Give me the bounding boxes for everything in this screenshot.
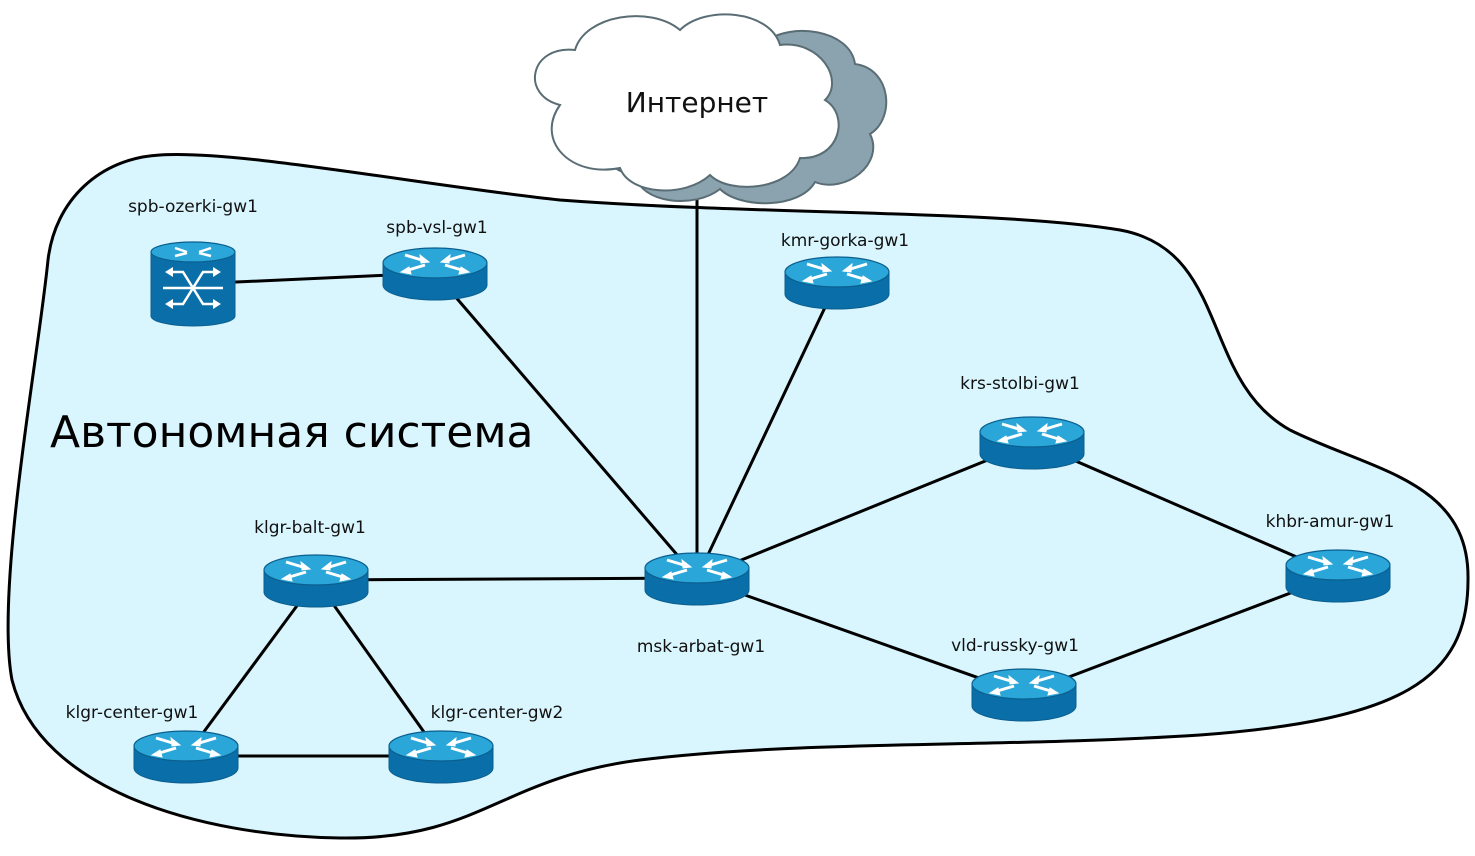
- device-spb-vsl-gw1[interactable]: spb-vsl-gw1: [381, 218, 489, 302]
- link-spb-vsl-gw1-msk-arbat-gw1: [433, 272, 699, 579]
- link-klgr-balt-gw1-klgr-center-gw2: [314, 579, 443, 757]
- device-vld-russky-gw1[interactable]: vld-russky-gw1: [951, 636, 1079, 723]
- device-label: klgr-center-gw1: [66, 703, 199, 723]
- device-label: spb-vsl-gw1: [386, 218, 487, 238]
- device-label: khbr-amur-gw1: [1266, 512, 1395, 532]
- device-label: klgr-balt-gw1: [254, 518, 366, 538]
- router-icon[interactable]: [387, 729, 495, 785]
- device-label: klgr-center-gw2: [431, 703, 564, 723]
- device-label: kmr-gorka-gw1: [781, 231, 909, 251]
- router-icon[interactable]: [970, 667, 1078, 723]
- link-kmr-gorka-gw1-msk-arbat-gw1: [695, 281, 839, 579]
- router-icon[interactable]: [381, 246, 489, 302]
- devices-layer: spb-ozerki-gw1 spb-vsl-gw1 kmr-gorka-gw1 kr…: [66, 197, 1395, 785]
- autonomous-system-label: Автономная система: [50, 407, 533, 458]
- link-klgr-balt-gw1-klgr-center-gw1: [184, 579, 318, 757]
- router-icon[interactable]: [783, 255, 891, 311]
- device-label: krs-stolbi-gw1: [960, 374, 1080, 394]
- router-icon[interactable]: [643, 551, 751, 607]
- link-klgr-balt-gw1-msk-arbat-gw1: [315, 576, 698, 582]
- internet-label: Интернет: [626, 86, 768, 119]
- router-icon[interactable]: [132, 729, 240, 785]
- device-kmr-gorka-gw1[interactable]: kmr-gorka-gw1: [781, 231, 909, 311]
- cloud-shape: [533, 13, 840, 192]
- device-krs-stolbi-gw1[interactable]: krs-stolbi-gw1: [960, 374, 1086, 471]
- device-label: msk-arbat-gw1: [637, 637, 765, 657]
- link-krs-stolbi-gw1-msk-arbat-gw1: [696, 440, 1033, 580]
- device-khbr-amur-gw1[interactable]: khbr-amur-gw1: [1266, 512, 1395, 604]
- internet-cloud: Интернет: [533, 13, 888, 205]
- link-krs-stolbi-gw1-khbr-amur-gw1: [1031, 440, 1339, 577]
- switch-icon[interactable]: [149, 240, 237, 328]
- device-klgr-center-gw1[interactable]: klgr-center-gw1: [66, 703, 240, 785]
- router-icon[interactable]: [262, 553, 370, 609]
- router-icon[interactable]: [1284, 548, 1392, 604]
- device-label: spb-ozerki-gw1: [128, 197, 258, 217]
- link-vld-russky-gw1-khbr-amur-gw1: [1023, 573, 1339, 696]
- device-klgr-balt-gw1[interactable]: klgr-balt-gw1: [254, 518, 370, 609]
- link-msk-arbat-gw1-vld-russky-gw1: [696, 576, 1025, 696]
- router-icon[interactable]: [978, 415, 1086, 471]
- device-msk-arbat-gw1[interactable]: msk-arbat-gw1: [637, 551, 765, 657]
- autonomous-system-region: [6, 153, 1470, 840]
- device-klgr-center-gw2[interactable]: klgr-center-gw2: [387, 703, 564, 785]
- device-label: vld-russky-gw1: [951, 636, 1079, 656]
- device-spb-ozerki-gw1[interactable]: spb-ozerki-gw1: [128, 197, 258, 328]
